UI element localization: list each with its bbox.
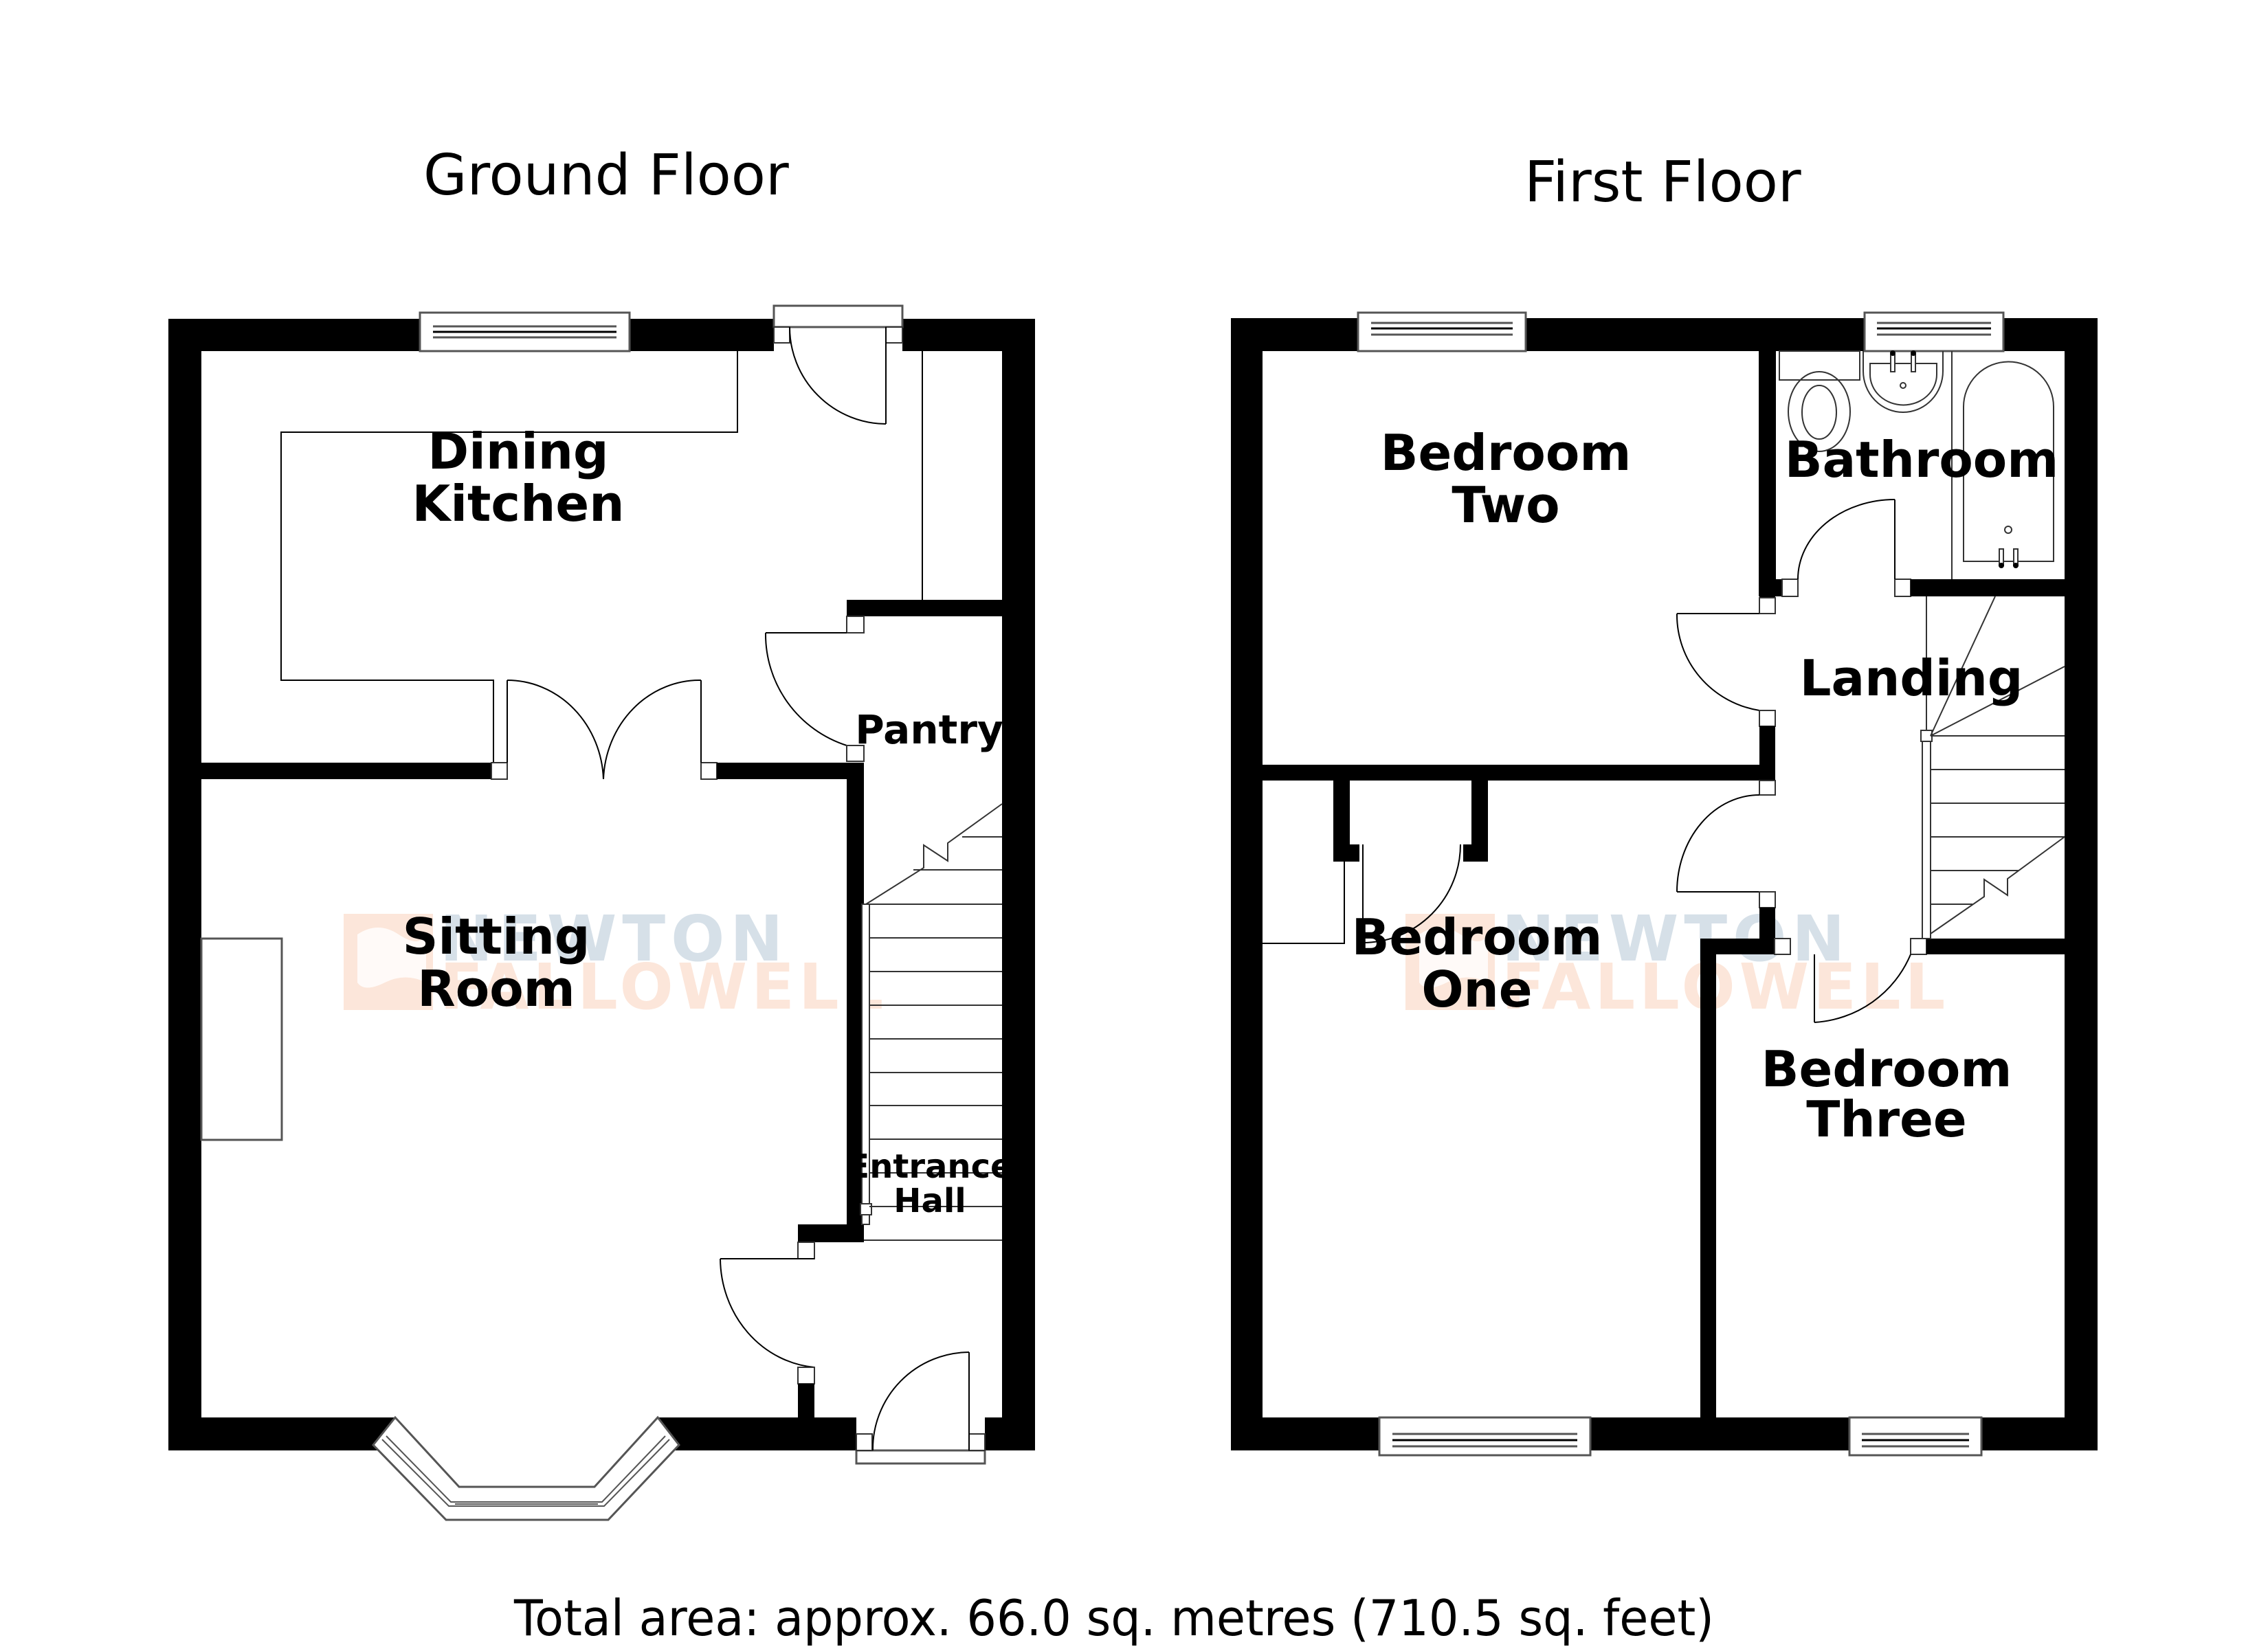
label-bedroom-one-1: Bedroom xyxy=(1352,908,1603,966)
window-bedroom-two xyxy=(1357,311,1527,352)
door-kitchen-back xyxy=(772,304,904,425)
label-dining-kitchen-2: Kitchen xyxy=(412,475,625,532)
door-front xyxy=(855,1351,986,1465)
bath-icon xyxy=(1963,361,2054,568)
label-pantry: Pantry xyxy=(855,706,1003,753)
label-bedroom-three-2: Three xyxy=(1806,1090,1967,1148)
toilet-icon xyxy=(1779,350,1860,452)
label-dining-kitchen-1: Dining xyxy=(427,423,608,480)
watermark-ground-floor: NEWTON FALLOWELL xyxy=(344,902,887,1024)
label-bedroom-two-2: Two xyxy=(1452,476,1559,534)
label-bedroom-three-1: Bedroom xyxy=(1761,1040,2012,1098)
watermark-first-floor: NEWTON FALLOWELL xyxy=(1405,902,1949,1024)
label-bedroom-two-1: Bedroom xyxy=(1381,424,1632,482)
staircase-first xyxy=(1920,596,2065,939)
window-bedroom-three xyxy=(1848,1416,1983,1457)
staircase-ground xyxy=(860,803,1003,1241)
label-bedroom-one-2: One xyxy=(1421,961,1532,1018)
bay-window xyxy=(372,1415,680,1521)
watermark-fallowell: FALLOWELL xyxy=(1502,950,1949,1024)
window-bathroom xyxy=(1863,311,2005,352)
window-kitchen xyxy=(419,311,631,352)
fireplace xyxy=(200,937,283,1141)
label-entrance-hall-2: Hall xyxy=(893,1182,966,1220)
first-floor-title: First Floor xyxy=(1524,150,1801,215)
watermark-newton: NEWTON xyxy=(440,902,788,976)
label-landing: Landing xyxy=(1800,649,2023,707)
basin-icon xyxy=(1863,350,1944,413)
total-area-text: Total area: approx. 66.0 sq. metres (710… xyxy=(513,1589,1714,1647)
ground-floor-plan: Dining Kitchen Sitting Room Pantry Entra… xyxy=(168,304,1035,1521)
label-entrance-hall-1: Entrance xyxy=(847,1147,1012,1186)
label-bathroom: Bathroom xyxy=(1785,431,2059,489)
window-bedroom-one xyxy=(1378,1416,1592,1457)
label-sitting-room-2: Room xyxy=(417,960,575,1018)
label-sitting-room-1: Sitting xyxy=(403,908,590,965)
ground-floor-title: Ground Floor xyxy=(423,143,789,208)
watermark-fallowell: FALLOWELL xyxy=(440,950,887,1024)
first-floor-plan: Bedroom Two Bathroom Landing Bedroom One… xyxy=(1231,311,2098,1457)
